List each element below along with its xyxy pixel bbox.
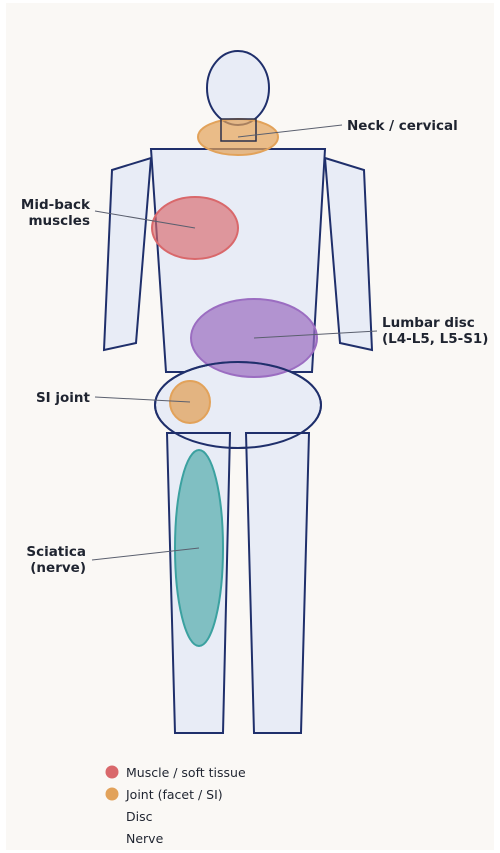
right-arm [325, 158, 372, 350]
sciatica-label-line1: Sciatica [26, 544, 86, 560]
left-arm [104, 158, 151, 350]
legend-swatch-muscle [106, 766, 119, 779]
legend-label-nerve: Nerve [126, 831, 164, 846]
sciatica-label-line2: (nerve) [30, 560, 86, 576]
midback-label-line1: Mid-back [21, 197, 91, 213]
si-joint-label: SI joint [36, 390, 91, 406]
legend-label-muscle: Muscle / soft tissue [126, 765, 246, 780]
right-leg [246, 433, 309, 733]
head [207, 51, 269, 125]
legend-swatch-joint [106, 788, 119, 801]
lumbar-label-line1: Lumbar disc [382, 315, 475, 331]
lumbar-label-line2: (L4-L5, L5-S1) [382, 331, 488, 347]
legend-label-disc: Disc [126, 809, 153, 824]
neck-label: Neck / cervical [347, 118, 458, 134]
legend-label-joint: Joint (facet / SI) [125, 787, 223, 802]
legend: Muscle / soft tissue Joint (facet / SI) … [106, 765, 246, 846]
midback-label-line2: muscles [28, 213, 90, 229]
